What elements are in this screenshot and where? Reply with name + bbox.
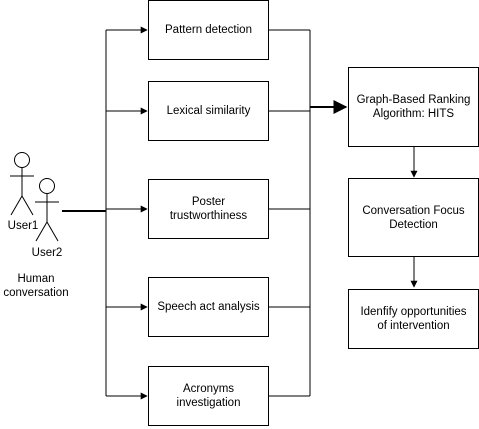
acronyms-investigation-box: Acronyms investigation	[148, 366, 269, 426]
user1-actor-icon	[10, 152, 34, 216]
intervention-opportunities-box: Idenfify opportunities of intervention	[348, 289, 479, 349]
pattern-detection-box: Pattern detection	[148, 0, 269, 60]
lexical-similarity-box: Lexical similarity	[148, 81, 269, 141]
user2-actor-icon	[35, 178, 59, 242]
fanin-connector	[269, 29, 348, 397]
user1-label: User1	[7, 220, 39, 232]
human-conversation-label: Human conversation	[3, 273, 69, 299]
graph-ranking-box: Graph-Based Ranking Algorithm: HITS	[348, 67, 479, 147]
conversation-focus-box: Conversation Focus Detection	[348, 178, 479, 257]
fanout-connector	[62, 26, 148, 400]
user2-label: User2	[31, 247, 63, 259]
poster-trustworthiness-box: Poster trustworthiness	[148, 179, 269, 239]
speech-act-analysis-box: Speech act analysis	[148, 277, 269, 337]
